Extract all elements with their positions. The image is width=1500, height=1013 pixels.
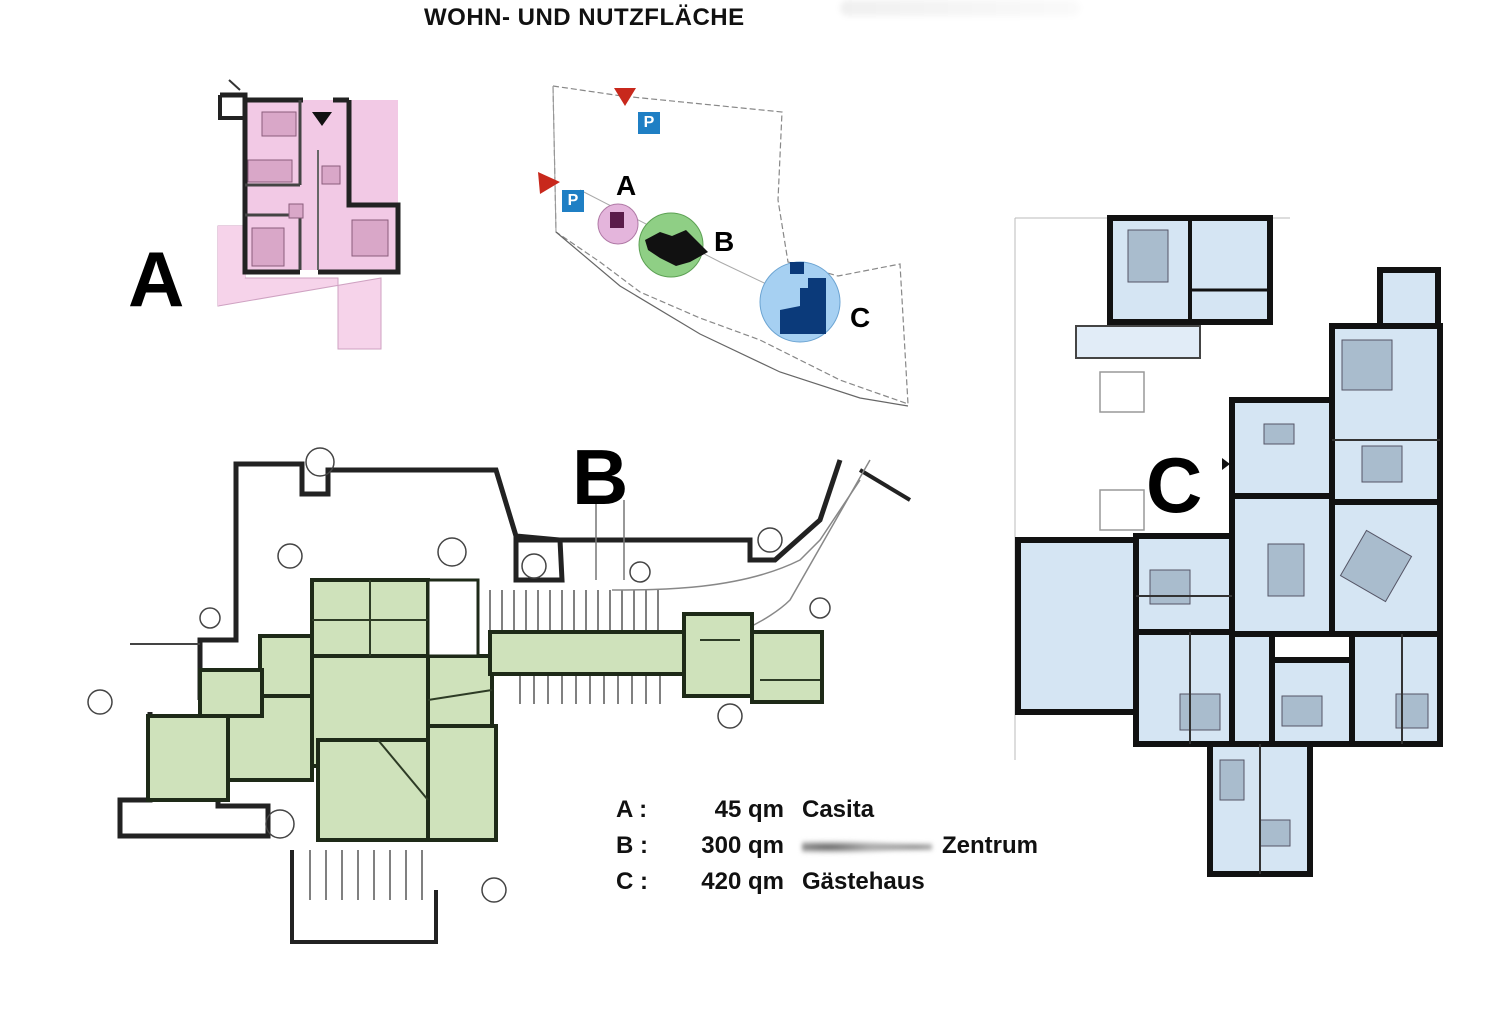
legend-name: Gästehaus [802, 868, 925, 895]
legend-area: 300 qm [701, 832, 784, 859]
legend-name: Casita [802, 796, 875, 823]
parking-sign-west [562, 190, 584, 212]
parking-sign-north [638, 112, 660, 134]
site-plan [538, 85, 909, 407]
redacted-text [802, 838, 932, 855]
floor-plan-b [87, 447, 912, 944]
legend-letter: C : [616, 868, 648, 895]
plan-label-b: B [572, 433, 629, 521]
site-label-c: C [850, 302, 871, 333]
floor-plan-a [217, 79, 401, 350]
plan-label-c: C [1146, 441, 1203, 529]
legend-letter: B : [616, 832, 648, 859]
site-label-b: B [714, 226, 735, 257]
parking-letter-north: P [643, 114, 655, 131]
page-title: WOHN- UND NUTZFLÄCHE [424, 4, 745, 31]
legend-name: Zentrum [942, 832, 1038, 859]
legend-area: 420 qm [701, 868, 784, 895]
parking-letter-west: P [567, 192, 579, 209]
scan-artifact [840, 0, 1080, 16]
floor-plan-c [1014, 215, 1443, 877]
legend-letter: A : [616, 796, 648, 823]
legend-area: 45 qm [714, 796, 784, 823]
site-label-a: A [616, 170, 637, 201]
plan-label-a: A [128, 235, 185, 323]
